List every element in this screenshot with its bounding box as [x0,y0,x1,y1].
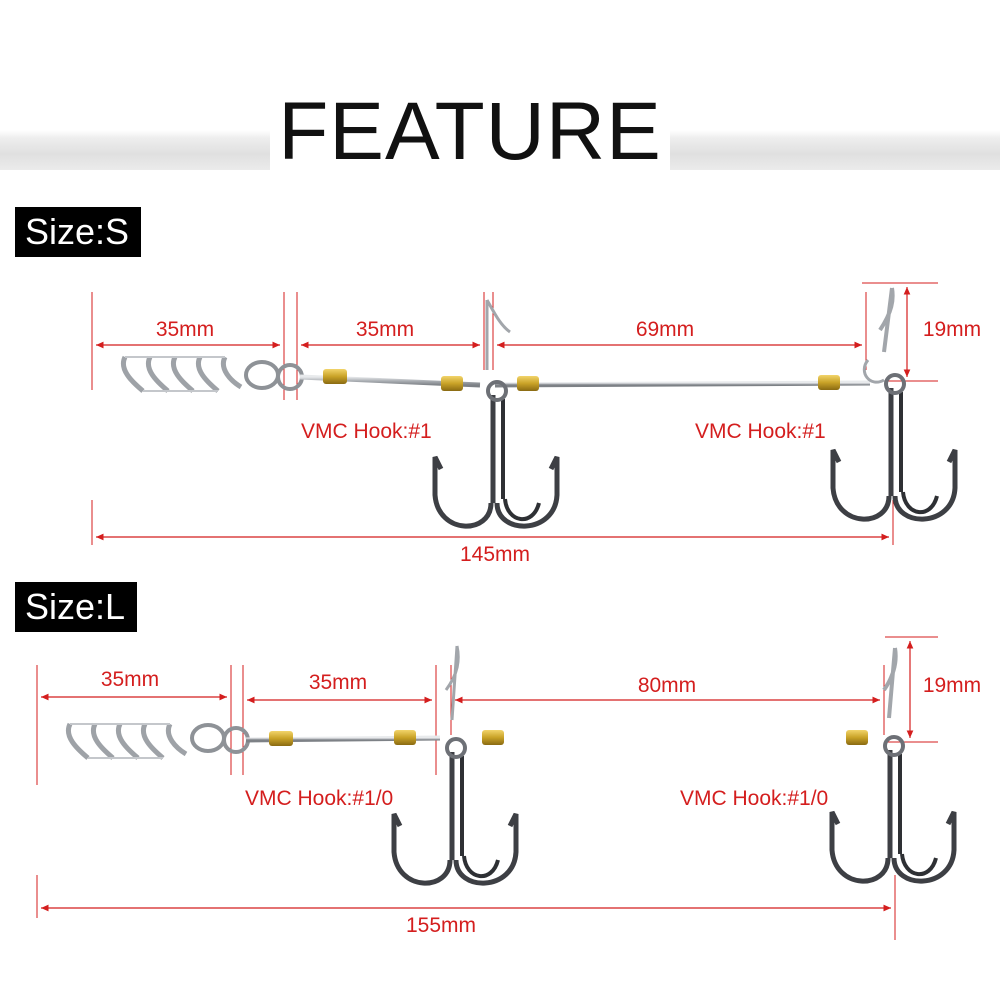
size-l-screw-dim: 35mm [100,668,160,691]
size-s-between-dim: 69mm [635,318,695,341]
size-s-hook-label-2: VMC Hook:#1 [695,420,826,443]
size-s-diagram [91,282,955,545]
size-l-hook-label-2: VMC Hook:#1/0 [680,787,829,810]
size-l-total-dim: 155mm [405,914,477,937]
size-l-label: Size:L [15,582,138,632]
size-s-lead-dim: 35mm [355,318,415,341]
size-l-hook-label-1: VMC Hook:#1/0 [245,787,394,810]
size-s-total-dim: 145mm [459,543,531,566]
size-l-lead-dim: 35mm [308,671,368,694]
size-l-height-dim: 19mm [922,674,982,697]
size-s-hook-label-1: VMC Hook:#1 [301,420,432,443]
size-l-diagram [36,636,954,940]
page-title: FEATURE [270,82,670,182]
size-s-label: Size:S [15,207,142,257]
size-l-between-dim: 80mm [637,674,697,697]
size-s-height-dim: 19mm [922,318,982,341]
size-s-screw-dim: 35mm [155,318,215,341]
